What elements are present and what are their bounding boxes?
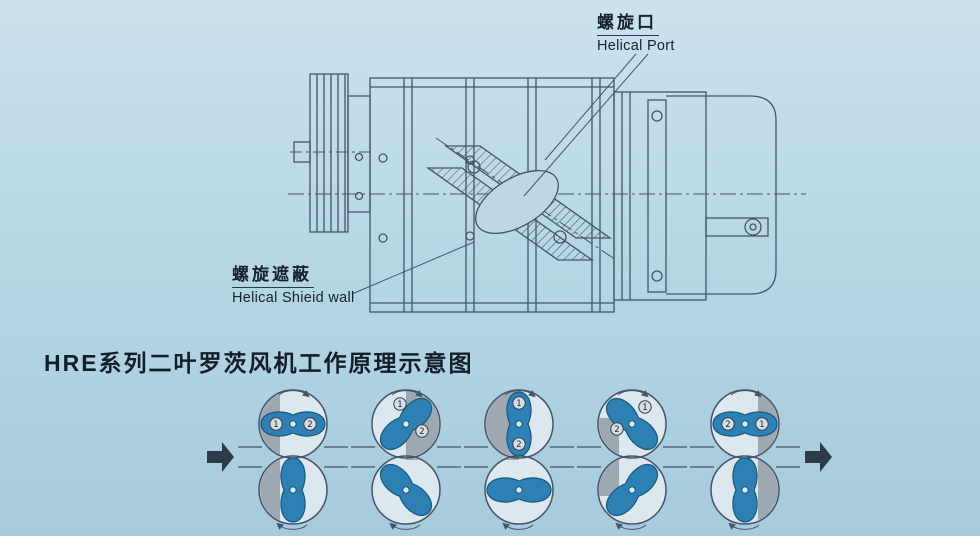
rotor-bottom-shaft <box>628 486 636 494</box>
svg-text:1: 1 <box>273 420 278 430</box>
port-ducts <box>464 446 574 468</box>
rotor-bottom-shaft <box>515 486 523 494</box>
svg-text:2: 2 <box>419 427 424 437</box>
svg-text:2: 2 <box>725 420 730 430</box>
rotation-arrow-bottom <box>615 522 647 530</box>
flow-arrow-outlet <box>805 442 832 472</box>
rotor-badge: 2 <box>610 422 624 436</box>
helical-port-channel <box>425 145 613 261</box>
leader-helical-port-1 <box>544 53 637 161</box>
rotation-arrow-top <box>504 390 536 398</box>
gear-housing <box>613 91 777 301</box>
chamber-bottom-outline <box>597 455 667 525</box>
rotor-top-shaft <box>741 420 749 428</box>
drawing-linework <box>288 53 806 313</box>
rotation-arrow-bottom <box>502 522 534 530</box>
rotor-badge: 2 <box>415 424 429 438</box>
rotation-arrow-top <box>278 390 310 398</box>
helical-shield-label-en: Helical Shieid wall <box>232 290 355 306</box>
svg-text:2: 2 <box>307 420 312 430</box>
rotor-badge: 2 <box>721 417 735 431</box>
port-ducts <box>238 446 348 468</box>
label-helical-shield: 螺旋遮蔽 Helical Shieid wall <box>232 260 355 306</box>
rotor-badge: 1 <box>755 417 769 431</box>
chamber-top-outline <box>371 389 441 459</box>
rotor-top-shaft <box>628 420 636 428</box>
rotor-top-shaft <box>402 420 410 428</box>
rotor-top-shaft <box>289 420 297 428</box>
port-ducts <box>351 446 461 468</box>
rotor-bottom-shaft <box>402 486 410 494</box>
rotor-bottom-shaft <box>289 486 297 494</box>
arrow-glyph <box>207 442 234 472</box>
rotation-arrow-bottom <box>728 522 760 530</box>
chamber-bottom-outline <box>258 455 328 525</box>
rotor-badge: 2 <box>512 437 526 451</box>
rotor-stage-2: 12 <box>351 389 461 530</box>
arrow-glyph <box>805 442 832 472</box>
rotor-badge: 2 <box>303 417 317 431</box>
helical-port-label-cn: 螺旋口 <box>597 8 659 36</box>
leader-helical-port-2 <box>523 53 649 197</box>
rotation-arrow-top <box>617 390 649 398</box>
svg-text:2: 2 <box>614 425 619 435</box>
rotation-arrow-bottom <box>389 522 421 530</box>
svg-text:1: 1 <box>516 399 521 409</box>
main-casing <box>369 77 615 313</box>
rotor-badge: 1 <box>512 396 526 410</box>
port-ducts <box>577 446 687 468</box>
rotor-stage-4: 21 <box>577 389 687 530</box>
rotor-badge: 1 <box>393 397 407 411</box>
label-helical-port: 螺旋口 Helical Port <box>597 8 675 54</box>
chamber-top-outline <box>484 389 554 459</box>
rotor-top-shaft <box>515 420 523 428</box>
rotation-arrow-top <box>391 390 423 398</box>
rotor-stage-3: 12 <box>464 389 574 530</box>
leader-helical-shield <box>351 241 475 295</box>
pulley <box>293 73 371 233</box>
helical-shield-label-cn: 螺旋遮蔽 <box>232 260 314 288</box>
chamber-top-outline <box>597 389 667 459</box>
svg-text:1: 1 <box>759 420 764 430</box>
rotor-bottom-shaft <box>741 486 749 494</box>
flow-arrow-inlet <box>207 442 234 472</box>
rotor-badge: 1 <box>269 417 283 431</box>
chamber-bottom-outline <box>371 455 441 525</box>
rotation-arrow-top <box>730 390 762 398</box>
chamber-bottom-outline <box>710 455 780 525</box>
svg-text:1: 1 <box>397 400 402 410</box>
svg-text:1: 1 <box>642 403 647 413</box>
port-ducts <box>690 446 800 468</box>
helical-port-label-en: Helical Port <box>597 38 675 54</box>
rotor-badge: 1 <box>638 400 652 414</box>
diagram-title: HRE系列二叶罗茨风机工作原理示意图 <box>44 350 474 376</box>
rotation-arrow-bottom <box>276 522 308 530</box>
svg-text:2: 2 <box>516 440 521 450</box>
